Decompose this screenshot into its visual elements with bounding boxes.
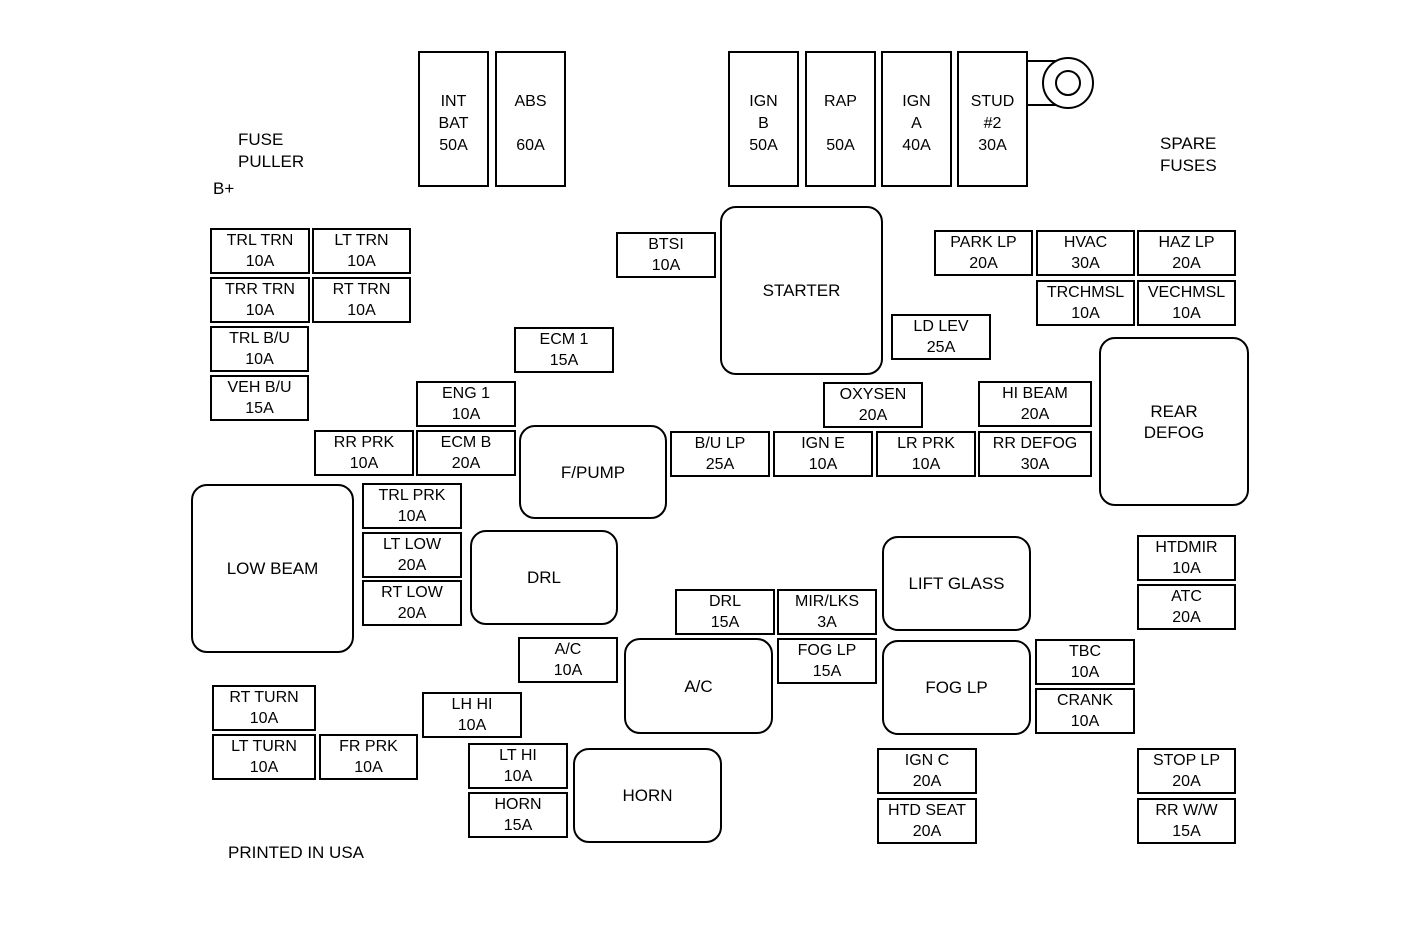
fuse-trr-trn[interactable]: TRR TRN 10A bbox=[210, 277, 310, 323]
fuse-haz-lp[interactable]: HAZ LP 20A bbox=[1137, 230, 1236, 276]
fuse-htd-seat[interactable]: HTD SEAT 20A bbox=[877, 798, 977, 844]
fuse-trchmsl[interactable]: TRCHMSL 10A bbox=[1036, 280, 1135, 326]
spare-fuses-label: SPARE FUSES bbox=[1160, 134, 1217, 175]
fuse-stop-lp[interactable]: STOP LP 20A bbox=[1137, 748, 1236, 794]
fuse-ld-lev[interactable]: LD LEV 25A bbox=[891, 314, 991, 360]
fuse-trl-trn[interactable]: TRL TRN 10A bbox=[210, 228, 310, 274]
fuse-tbc[interactable]: TBC 10A bbox=[1035, 639, 1135, 685]
fuse-htdmir[interactable]: HTDMIR 10A bbox=[1137, 535, 1236, 581]
fuse-a-c[interactable]: A/C 10A bbox=[518, 637, 618, 683]
relay-a-c[interactable]: A/C bbox=[624, 638, 773, 734]
fuse-lt-hi[interactable]: LT HI 10A bbox=[468, 743, 568, 789]
fuse-oxysen[interactable]: OXYSEN 20A bbox=[823, 382, 923, 428]
stud-ring-icon bbox=[1028, 57, 1094, 109]
fuse-puller-label: FUSE PULLER bbox=[238, 130, 305, 171]
b-plus-label: B+ bbox=[213, 179, 235, 198]
relay-rear-defog[interactable]: REAR DEFOG bbox=[1099, 337, 1249, 506]
fuse-ign-e[interactable]: IGN E 10A bbox=[773, 431, 873, 477]
maxi-fuse-ign-a[interactable]: IGN A 40A bbox=[881, 51, 952, 187]
fuse-park-lp[interactable]: PARK LP 20A bbox=[934, 230, 1033, 276]
fuse-fr-prk[interactable]: FR PRK 10A bbox=[319, 734, 418, 780]
fuse-crank[interactable]: CRANK 10A bbox=[1035, 688, 1135, 734]
fuse-hvac[interactable]: HVAC 30A bbox=[1036, 230, 1135, 276]
relay-horn[interactable]: HORN bbox=[573, 748, 722, 843]
fuse-eng-1[interactable]: ENG 1 10A bbox=[416, 381, 516, 427]
relay-starter[interactable]: STARTER bbox=[720, 206, 883, 375]
fuse-lt-turn[interactable]: LT TURN 10A bbox=[212, 734, 316, 780]
fuse-rt-trn[interactable]: RT TRN 10A bbox=[312, 277, 411, 323]
fuse-lt-low[interactable]: LT LOW 20A bbox=[362, 532, 462, 578]
fuse-lr-prk[interactable]: LR PRK 10A bbox=[876, 431, 976, 477]
printed-in-usa-label: PRINTED IN USA bbox=[228, 843, 365, 862]
maxi-fuse-ign-b[interactable]: IGN B 50A bbox=[728, 51, 799, 187]
fuse-horn[interactable]: HORN 15A bbox=[468, 792, 568, 838]
fuse-ign-c[interactable]: IGN C 20A bbox=[877, 748, 977, 794]
fuse-rt-low[interactable]: RT LOW 20A bbox=[362, 580, 462, 626]
fuse-atc[interactable]: ATC 20A bbox=[1137, 584, 1236, 630]
relay-drl[interactable]: DRL bbox=[470, 530, 618, 625]
fuse-hi-beam[interactable]: HI BEAM 20A bbox=[978, 381, 1092, 427]
relay-f-pump[interactable]: F/PUMP bbox=[519, 425, 667, 519]
maxi-fuse-int-bat[interactable]: INT BAT 50A bbox=[418, 51, 489, 187]
fuse-b-u-lp[interactable]: B/U LP 25A bbox=[670, 431, 770, 477]
fuse-trl-prk[interactable]: TRL PRK 10A bbox=[362, 483, 462, 529]
fuse-lh-hi[interactable]: LH HI 10A bbox=[422, 692, 522, 738]
fuse-ecm-b[interactable]: ECM B 20A bbox=[416, 430, 516, 476]
fuse-lt-trn[interactable]: LT TRN 10A bbox=[312, 228, 411, 274]
relay-low-beam[interactable]: LOW BEAM bbox=[191, 484, 354, 653]
fuse-rr-w-w[interactable]: RR W/W 15A bbox=[1137, 798, 1236, 844]
fuse-fog-lp[interactable]: FOG LP 15A bbox=[777, 638, 877, 684]
fuse-mir-lks[interactable]: MIR/LKS 3A bbox=[777, 589, 877, 635]
fuse-rt-turn[interactable]: RT TURN 10A bbox=[212, 685, 316, 731]
fuse-drl[interactable]: DRL 15A bbox=[675, 589, 775, 635]
fuse-veh-b-u[interactable]: VEH B/U 15A bbox=[210, 375, 309, 421]
fuse-rr-defog[interactable]: RR DEFOG 30A bbox=[978, 431, 1092, 477]
fuse-ecm-1[interactable]: ECM 1 15A bbox=[514, 327, 614, 373]
fuse-rr-prk[interactable]: RR PRK 10A bbox=[314, 430, 414, 476]
fuse-vechmsl[interactable]: VECHMSL 10A bbox=[1137, 280, 1236, 326]
maxi-fuse-stud-2[interactable]: STUD #2 30A bbox=[957, 51, 1028, 187]
relay-fog-lp[interactable]: FOG LP bbox=[882, 640, 1031, 735]
fuse-btsi[interactable]: BTSI 10A bbox=[616, 232, 716, 278]
fuse-trl-b-u[interactable]: TRL B/U 10A bbox=[210, 326, 309, 372]
maxi-fuse-rap[interactable]: RAP 50A bbox=[805, 51, 876, 187]
maxi-fuse-abs[interactable]: ABS 60A bbox=[495, 51, 566, 187]
relay-lift-glass[interactable]: LIFT GLASS bbox=[882, 536, 1031, 631]
